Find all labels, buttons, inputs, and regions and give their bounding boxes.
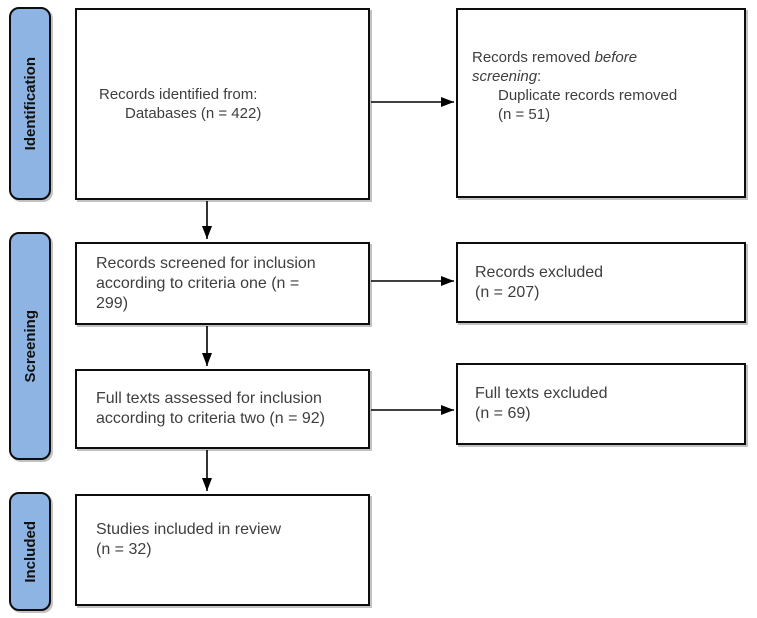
box-line: Records identified from: <box>99 86 258 103</box>
box-line: Records excluded <box>475 263 604 281</box>
box-line: (n = 32) <box>96 541 152 558</box>
box-records-screened: Records screened for inclusion according… <box>75 242 370 325</box>
box-line: Full texts assessed for inclusion <box>96 390 322 407</box>
stage-included: Included <box>9 492 51 611</box>
stage-label-included: Included <box>21 520 39 583</box>
box-line: Records removed before <box>472 49 638 66</box>
box-line: Studies included in review <box>96 521 281 538</box>
box-line: Full texts excluded <box>475 385 608 402</box>
box-line: screening: <box>472 68 542 85</box>
stage-label-identification: Identification <box>21 56 39 151</box>
box-fulltexts-excluded: Full texts excluded (n = 69) <box>456 363 746 445</box>
box-line: Duplicate records removed <box>498 87 678 104</box>
stage-screening: Screening <box>9 232 51 460</box>
box-line: Records screened for inclusion <box>96 254 316 272</box>
box-records-removed: Records removed before screening: Duplic… <box>456 8 746 198</box>
box-line: according to criteria one (n = <box>96 274 300 292</box>
box-line: (n = 207) <box>475 283 540 301</box>
box-line: Databases (n = 422) <box>125 105 262 122</box>
box-line: (n = 51) <box>498 106 551 123</box>
box-records-excluded: Records excluded (n = 207) <box>456 242 746 323</box>
stage-identification: Identification <box>9 7 51 200</box>
stage-label-screening: Screening <box>21 309 39 383</box>
box-line: (n = 69) <box>475 405 531 422</box>
box-line: according to criteria two (n = 92) <box>96 410 325 427</box>
box-records-identified: Records identified from: Databases (n = … <box>75 8 370 200</box>
box-studies-included: Studies included in review (n = 32) <box>75 494 370 606</box>
box-line: 299) <box>96 294 129 312</box>
box-fulltexts-assessed: Full texts assessed for inclusion accord… <box>75 369 370 449</box>
